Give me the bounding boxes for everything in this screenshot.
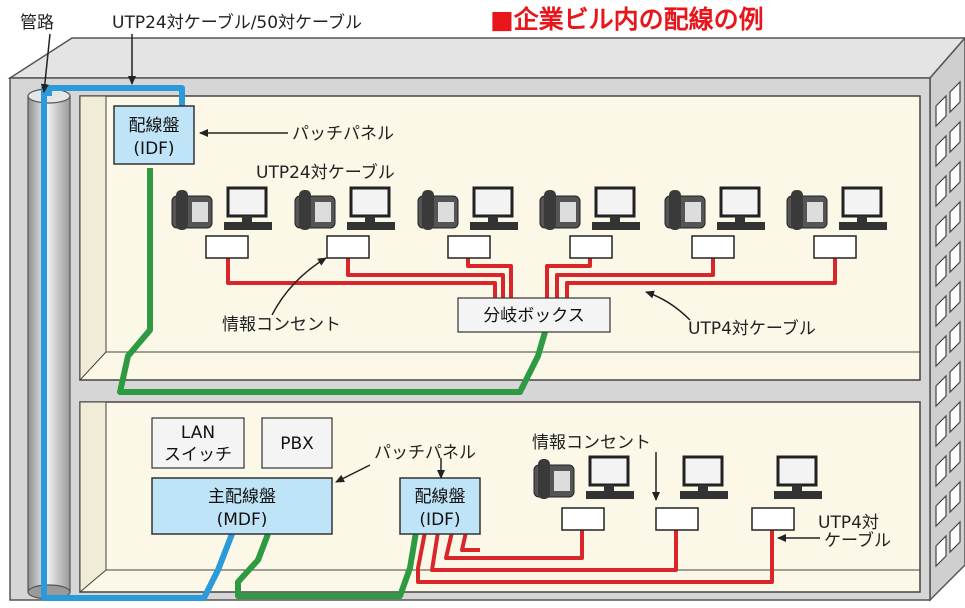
patch-panel-lower-label: パッチパネル	[374, 443, 476, 463]
info-outlet	[561, 507, 605, 531]
computer-icon	[592, 186, 640, 230]
utp4-lower-label-2: ケーブル	[824, 530, 891, 551]
backbone-cable	[117, 168, 548, 599]
info-outlet	[447, 235, 491, 259]
trunk-cable	[41, 85, 235, 601]
workstation	[786, 186, 887, 230]
idf-upper-panel: 配線盤 (IDF)	[113, 105, 195, 165]
computer-icon	[347, 186, 395, 230]
horizontal-cables-upper	[226, 258, 837, 298]
lan-switch-label-1: LAN	[181, 423, 215, 443]
pbx-box: PBX	[261, 417, 333, 469]
diagram-title: ■企業ビル内の配線の例	[490, 5, 764, 34]
utp24-label: UTP24対ケーブル	[256, 162, 395, 183]
phone-icon	[533, 459, 575, 499]
branch-box: 分岐ボックス	[457, 297, 611, 333]
phone-icon	[539, 190, 581, 230]
lan-switch-box: LAN スイッチ	[151, 417, 245, 469]
phone-icon	[171, 190, 213, 230]
info-outlet	[205, 235, 249, 259]
info-outlet	[569, 235, 613, 259]
info-outlet	[751, 507, 795, 531]
computer-icon	[839, 186, 887, 230]
workstation	[533, 455, 634, 499]
info-outlet-upper-label: 情報コンセント	[222, 315, 341, 335]
computer-icon	[224, 186, 272, 230]
horizontal-cables-lower	[416, 530, 774, 584]
mdf-label-2: (MDF)	[217, 510, 268, 530]
workstation	[664, 186, 765, 230]
workstation	[539, 186, 640, 230]
idf-lower-label-1: 配線盤	[415, 487, 466, 507]
phone-icon	[417, 190, 459, 230]
computer-icon	[680, 455, 728, 499]
phone-icon	[786, 190, 828, 230]
pbx-label: PBX	[280, 434, 314, 454]
info-outlet-lower-label: 情報コンセント	[532, 433, 651, 453]
idf-lower-panel: 配線盤 (IDF)	[399, 477, 481, 535]
info-outlet	[326, 235, 370, 259]
lower-workstations	[533, 455, 822, 531]
patch-panel-upper-label: パッチパネル	[292, 124, 394, 144]
lan-switch-label-2: スイッチ	[164, 445, 232, 465]
idf-upper-label-2: (IDF)	[133, 139, 174, 159]
mdf-label-1: 主配線盤	[208, 487, 276, 507]
info-outlet	[813, 235, 857, 259]
conduit-pipe	[27, 88, 71, 600]
info-outlet	[691, 235, 735, 259]
info-outlet	[655, 507, 699, 531]
workstation	[171, 186, 272, 230]
computer-icon	[717, 186, 765, 230]
idf-lower-label-2: (IDF)	[419, 510, 460, 530]
upper-workstations	[171, 186, 887, 259]
mdf-panel: 主配線盤 (MDF)	[151, 477, 333, 535]
conduit-label: 管路	[20, 13, 54, 33]
phone-icon	[664, 190, 706, 230]
computer-icon	[586, 455, 634, 499]
trunk-cable-label: UTP24対ケーブル/50対ケーブル	[112, 12, 362, 33]
workstation	[294, 186, 395, 230]
phone-icon	[294, 190, 336, 230]
utp4-upper-label: UTP4対ケーブル	[688, 318, 816, 339]
utp4-lower-label-1: UTP4対	[818, 513, 879, 533]
building-side-windows	[935, 80, 961, 568]
branch-box-label: 分岐ボックス	[483, 306, 585, 326]
idf-upper-label-1: 配線盤	[129, 116, 180, 136]
callout-arrows	[40, 33, 820, 542]
computer-icon	[774, 455, 822, 499]
computer-icon	[470, 186, 518, 230]
workstation	[417, 186, 518, 230]
